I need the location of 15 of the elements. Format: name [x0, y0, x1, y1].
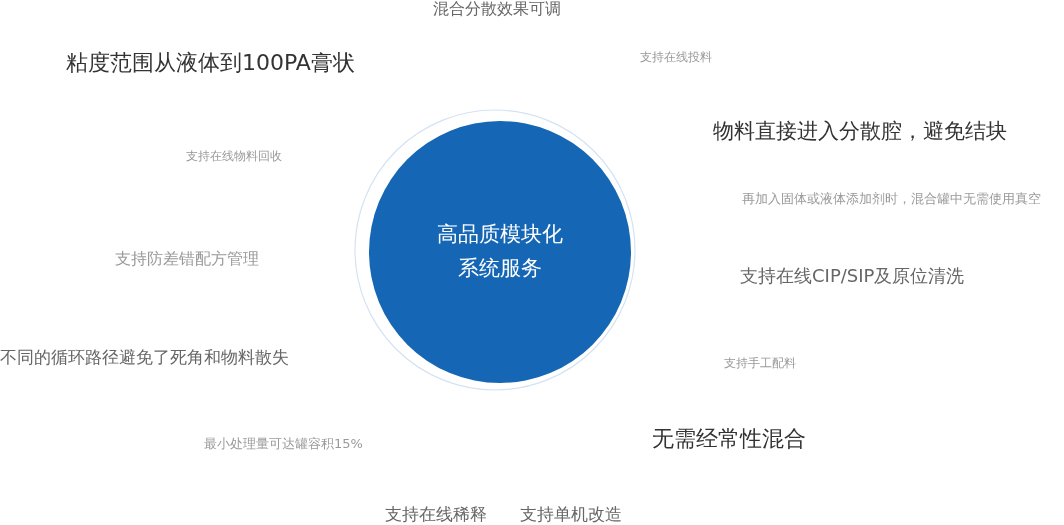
feature-text: 物料直接进入分散腔，避免结块: [713, 119, 1007, 144]
feature-text: 不同的循环路径避免了死角和物料散失: [0, 348, 289, 368]
feature-text: 混合分散效果可调: [433, 0, 561, 19]
feature-text: 再加入固体或液体添加剂时，混合罐中无需使用真空: [742, 192, 1041, 207]
feature-text: 最小处理量可达罐容积15%: [204, 437, 363, 452]
feature-text: 支持在线稀释: [385, 505, 487, 525]
feature-text: 支持在线CIP/SIP及原位清洗: [740, 266, 965, 287]
feature-text: 支持防差错配方管理: [115, 250, 259, 269]
center-title: 高品质模块化系统服务: [436, 221, 564, 282]
feature-text: 支持在线投料: [640, 51, 712, 65]
feature-text: 支持手工配料: [724, 357, 796, 371]
feature-text: 粘度范围从液体到100PA膏状: [66, 50, 355, 76]
feature-text: 无需经常性混合: [652, 426, 806, 452]
feature-text: 支持单机改造: [520, 505, 622, 525]
feature-text: 支持在线物料回收: [186, 150, 282, 164]
